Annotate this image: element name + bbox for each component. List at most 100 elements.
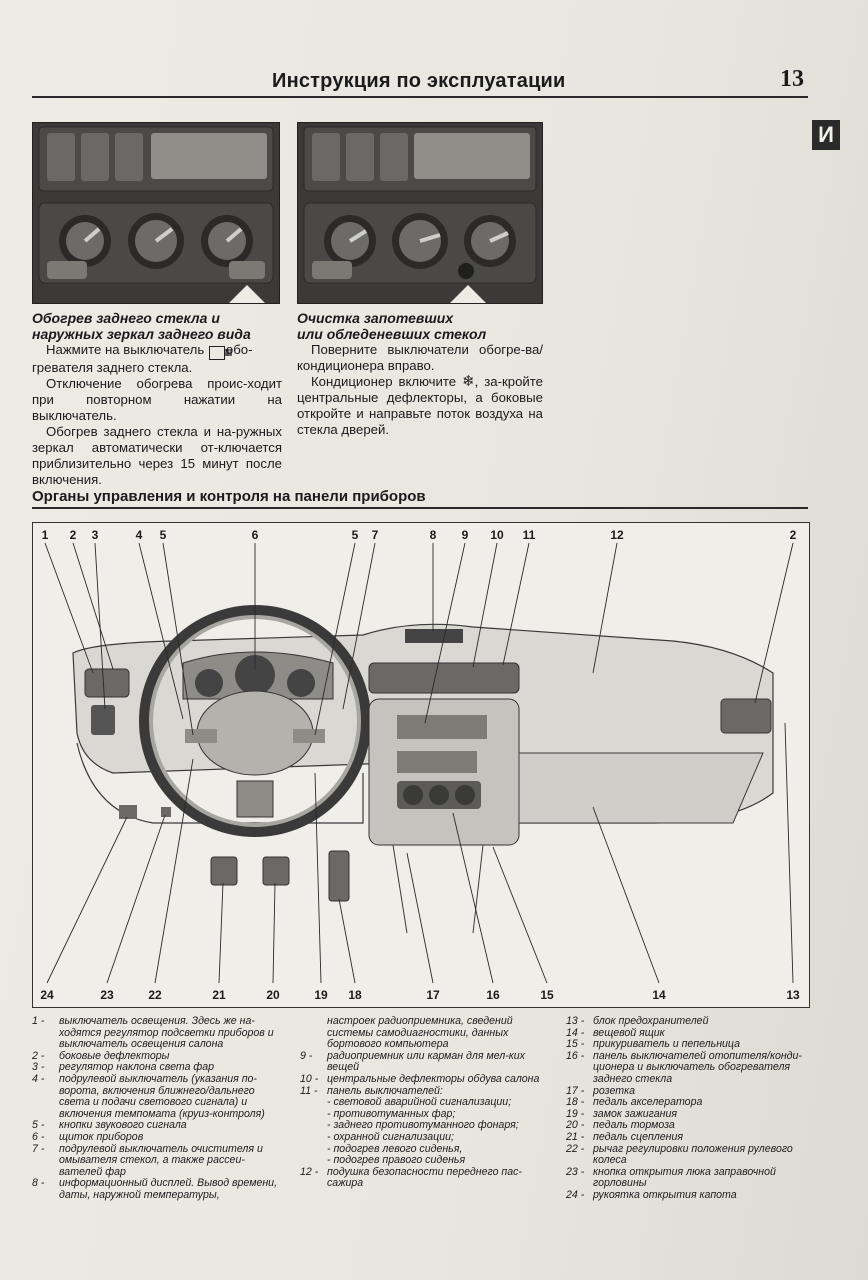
legend-item: 20 -педаль тормоза bbox=[566, 1120, 810, 1132]
callout-bottom-7: 18 bbox=[348, 988, 362, 1002]
legend-item: 13 -блок предохранителей bbox=[566, 1015, 810, 1028]
defog-p2: Кондиционер включите ❄, за-кройте центра… bbox=[297, 374, 543, 438]
snowflake-icon: ❄ bbox=[462, 373, 475, 390]
callout-top-3: 3 bbox=[92, 528, 99, 542]
section-title: Органы управления и контроля на панели п… bbox=[32, 488, 426, 505]
callout-top-6: 6 bbox=[252, 528, 259, 542]
legend-number: 14 - bbox=[566, 1026, 585, 1039]
callout-bottom-10: 15 bbox=[540, 988, 554, 1002]
callout-top-4: 4 bbox=[136, 528, 143, 542]
legend-number: 12 - bbox=[300, 1165, 319, 1178]
legend-item: 19 -замок зажигания bbox=[566, 1107, 810, 1121]
legend-item: 21 -педаль сцепления bbox=[566, 1130, 810, 1144]
legend-number: 17 - bbox=[566, 1084, 585, 1097]
legend-text: рычаг регулировки положения рулевого кол… bbox=[593, 1142, 793, 1167]
legend-item: 7 -подрулевой выключатель очистителя и о… bbox=[32, 1142, 280, 1179]
legend-number: 7 - bbox=[32, 1142, 45, 1155]
rear-defrost-heading-1: Обогрев заднего стекла и bbox=[32, 310, 220, 326]
callout-top-1: 1 bbox=[42, 528, 49, 542]
photo-defog bbox=[297, 122, 543, 304]
legend-text: кнопка открытия люка заправочной горлови… bbox=[593, 1165, 776, 1190]
rear-defrost-p1-end: обо- bbox=[225, 342, 253, 357]
rear-defrost-p2: Отключение обогрева проис-ходит при повт… bbox=[32, 376, 282, 423]
section-rule bbox=[32, 507, 808, 509]
legend-subitem: - световой аварийной сигнализации; bbox=[327, 1096, 512, 1109]
callout-top-2: 2 bbox=[70, 528, 77, 542]
callout-bottom-9: 16 bbox=[486, 988, 500, 1002]
legend-item: 24 -рукоятка открытия капота bbox=[566, 1189, 810, 1202]
legend-item: 23 - кнопка открытия люка заправочной гор… bbox=[566, 1165, 810, 1190]
legend-number: 16 - bbox=[566, 1049, 585, 1062]
legend-item: 2 - боковые дефлекторы bbox=[32, 1049, 280, 1063]
defog-heading-2: или обледеневших стекол bbox=[297, 326, 487, 342]
legend-number: 20 - bbox=[566, 1119, 585, 1132]
callout-top-10: 9 bbox=[462, 528, 469, 542]
defog-p2-end: , за-кройте центральные дефлекторы, а бо… bbox=[297, 374, 544, 437]
legend-subitem: - заднего противотуманного фонаря; bbox=[327, 1119, 519, 1132]
legend-number: 13 - bbox=[566, 1015, 585, 1027]
legend-text: розетка bbox=[593, 1084, 635, 1097]
legend-text: боковые дефлекторы bbox=[59, 1049, 170, 1062]
callout-top-5: 5 bbox=[160, 528, 167, 542]
callout-bottom-2: 23 bbox=[100, 988, 114, 1002]
legend-item: 9 - радиоприемник или карман для мел-ких … bbox=[300, 1049, 544, 1074]
legend-item: 6 -щиток приборов bbox=[32, 1130, 280, 1144]
callout-bottom-3: 22 bbox=[148, 988, 162, 1002]
legend-item: 12 -подушка безопасности переднего пас-с… bbox=[300, 1165, 544, 1190]
legend-text: радиоприемник или карман для мел-ких вещ… bbox=[327, 1049, 525, 1074]
legend-number: 4 - bbox=[32, 1072, 45, 1085]
legend-number: 6 - bbox=[32, 1130, 45, 1143]
callout-bottom-5: 20 bbox=[266, 988, 280, 1002]
legend-text: замок зажигания bbox=[593, 1107, 678, 1120]
section-tab: И bbox=[812, 120, 840, 150]
legend-continuation: настроек радиоприемника, сведений систем… bbox=[327, 1015, 513, 1051]
legend-number: 9 - bbox=[300, 1049, 313, 1062]
legend-item: 15 -прикуриватель и пепельница bbox=[566, 1039, 810, 1051]
callout-bottom-11: 14 bbox=[652, 988, 666, 1002]
legend-item: 1 -выключатель освещения. Здесь же на-хо… bbox=[32, 1015, 280, 1051]
rear-defrost-text: Обогрев заднего стекла и наружных зеркал… bbox=[32, 310, 282, 488]
legend-text: панель выключателей отопителя/конди-цион… bbox=[593, 1049, 802, 1085]
legend-column-1: 1 -выключатель освещения. Здесь же на-хо… bbox=[32, 1015, 280, 1202]
legend-number: 2 - bbox=[32, 1049, 45, 1062]
legend-item: 14 - вещевой ящик bbox=[566, 1026, 810, 1040]
legend-item: 4 -подрулевой выключатель (указания по-в… bbox=[32, 1072, 280, 1120]
legend-text: регулятор наклона света фар bbox=[59, 1061, 215, 1074]
legend-subitem: - охранной сигнализации; bbox=[327, 1130, 454, 1143]
rear-defrost-heading-2: наружных зеркал заднего вида bbox=[32, 326, 251, 342]
legend-item: 18 -педаль акселератора bbox=[566, 1097, 810, 1109]
callout-top-14: 2 bbox=[790, 528, 797, 542]
callout-top-8: 7 bbox=[372, 528, 379, 542]
callout-bottom-12: 13 bbox=[786, 988, 800, 1002]
legend-number: 10 - bbox=[300, 1072, 319, 1085]
callout-bottom-4: 21 bbox=[212, 988, 226, 1002]
legend-number: 23 - bbox=[566, 1165, 585, 1178]
rear-defrost-icon: ▦ bbox=[208, 346, 232, 360]
photo-rear-defrost bbox=[32, 122, 280, 304]
legend-text: информационный дисплей. Вывод времени, д… bbox=[59, 1177, 278, 1201]
legend-text: вещевой ящик bbox=[593, 1026, 665, 1039]
legend-number: 18 - bbox=[566, 1096, 585, 1109]
rear-defrost-p1: Нажмите на выключатель ▦обо-гревателя за… bbox=[32, 342, 282, 376]
callout-bottom-1: 24 bbox=[40, 988, 54, 1002]
legend-item: 22 -рычаг регулировки положения рулевого… bbox=[566, 1142, 810, 1167]
legend-item: 11 - панель выключателей: bbox=[300, 1084, 544, 1098]
page-header-title: Инструкция по эксплуатации bbox=[272, 70, 566, 92]
defog-p1: Поверните выключатели обогре-ва/кондицио… bbox=[297, 342, 543, 373]
callout-bottom-6: 19 bbox=[314, 988, 328, 1002]
legend-text: выключатель освещения. Здесь же на-ходят… bbox=[59, 1015, 274, 1051]
legend-number: 8 - bbox=[32, 1177, 45, 1190]
legend-subitem: - подогрев правого сиденья bbox=[327, 1154, 466, 1167]
legend-number: 5 - bbox=[32, 1119, 45, 1132]
legend-column-2: настроек радиоприемника, сведений систем… bbox=[300, 1015, 544, 1190]
defog-heading-1: Очистка запотевших bbox=[297, 310, 454, 326]
legend-subitem: - противотуманных фар; bbox=[327, 1107, 456, 1120]
defog-p2-start: Кондиционер включите bbox=[311, 374, 457, 389]
legend-number: 11 - bbox=[300, 1084, 318, 1097]
legend-text: панель выключателей: bbox=[327, 1084, 443, 1097]
legend-number: 21 - bbox=[566, 1130, 585, 1143]
